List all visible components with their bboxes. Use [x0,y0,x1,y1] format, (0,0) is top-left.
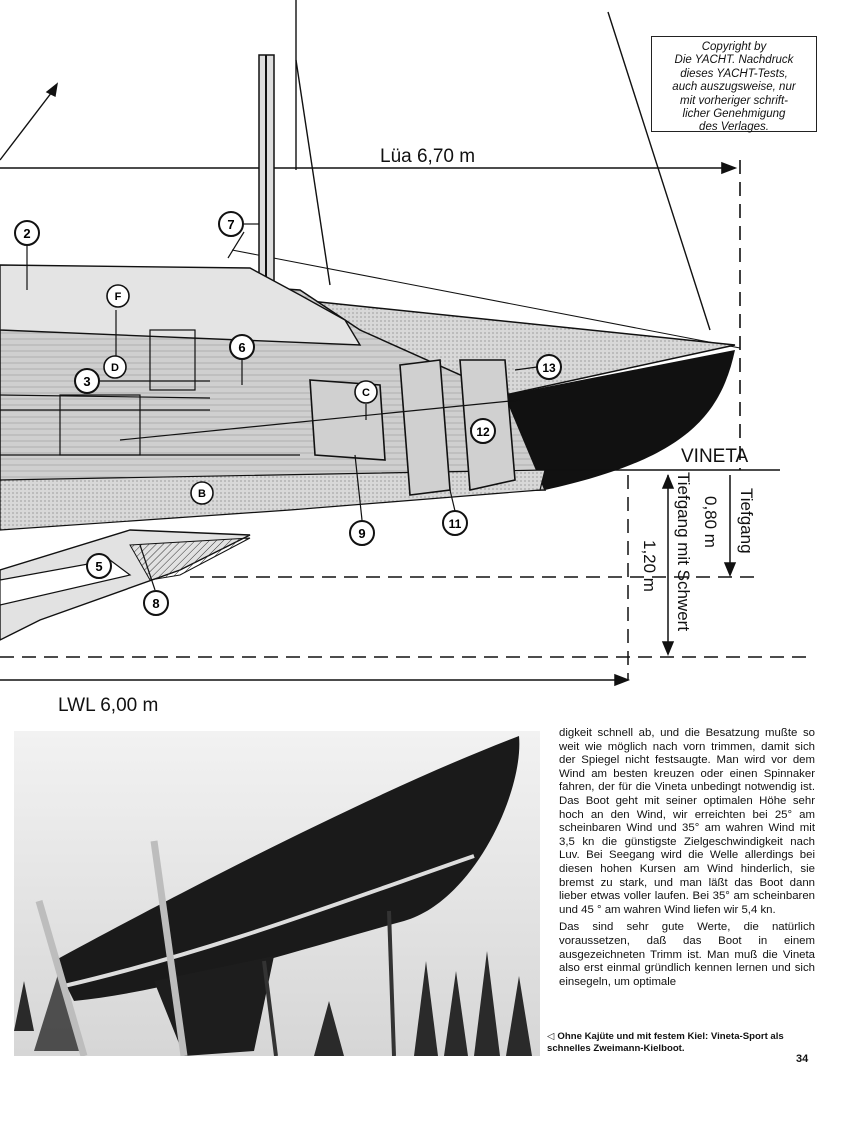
svg-text:C: C [362,387,370,399]
svg-text:3: 3 [83,374,90,389]
loa-dimension [0,160,741,470]
callout-5: 5 [86,553,112,579]
svg-text:11: 11 [449,517,462,531]
keel-hatched [129,537,251,581]
callout-D: D [103,355,127,379]
svg-text:8: 8 [152,596,159,611]
cabin-top [0,264,362,346]
svg-text:5: 5 [95,559,102,574]
draft-centreboard-label: Tiefgang mit Schwert [674,472,693,631]
callout-6: 6 [229,334,255,360]
svg-text:2: 2 [23,226,30,241]
photo-caption: ◁Ohne Kajüte und mit festem Kiel: Vineta… [547,1031,817,1054]
rig-lines [0,0,741,349]
hull-dark [505,350,735,490]
draft-label: Tiefgang [737,488,756,554]
svg-text:6: 6 [238,340,245,355]
article-paragraph-2: Das sind sehr gute Werte, die natürlich … [559,921,815,988]
svg-text:B: B [198,488,206,500]
callout-11: 11 [442,510,468,536]
callout-12: 12 [470,418,496,444]
draft-dimensions [0,469,810,687]
callout-3: 3 [74,368,100,394]
copyright-notice: Copyright by Die YACHT. Nachdruck dieses… [651,36,817,133]
boat-photo [14,731,540,1056]
page-number: 34 [796,1053,809,1065]
svg-text:7: 7 [227,217,234,232]
callout-9: 9 [349,520,375,546]
lwl-label: LWL 6,00 m [58,695,158,716]
draft-centreboard-value: 1,20 m [640,540,659,592]
callout-markers: 2 7 F D 6 3 C 13 12 B 9 11 5 8 [14,211,562,616]
boat-name-label: VINETA [681,446,749,467]
callout-7: 7 [218,211,244,237]
caption-text: Ohne Kajüte und mit festem Kiel: Vineta-… [547,1031,784,1054]
article-text: digkeit schnell ab, und die Besatzung mu… [559,727,815,993]
svg-text:F: F [115,291,122,303]
callout-F: F [106,284,130,308]
svg-text:D: D [111,362,119,374]
svg-text:9: 9 [358,526,365,541]
svg-text:13: 13 [542,361,556,375]
loa-label: Lüa 6,70 m [380,146,475,167]
draft-value: 0,80 m [701,496,720,548]
boat-cutaway-drawing: Lüa 6,70 m [0,0,810,716]
callout-13: 13 [536,354,562,380]
callout-8: 8 [143,590,169,616]
callout-B: B [190,481,214,505]
callout-C: C [354,380,378,404]
article-paragraph-1: digkeit schnell ab, und die Besatzung mu… [559,727,815,916]
callout-2: 2 [14,220,40,246]
svg-text:12: 12 [476,425,490,439]
caption-pointer-icon: ◁ [547,1031,555,1042]
